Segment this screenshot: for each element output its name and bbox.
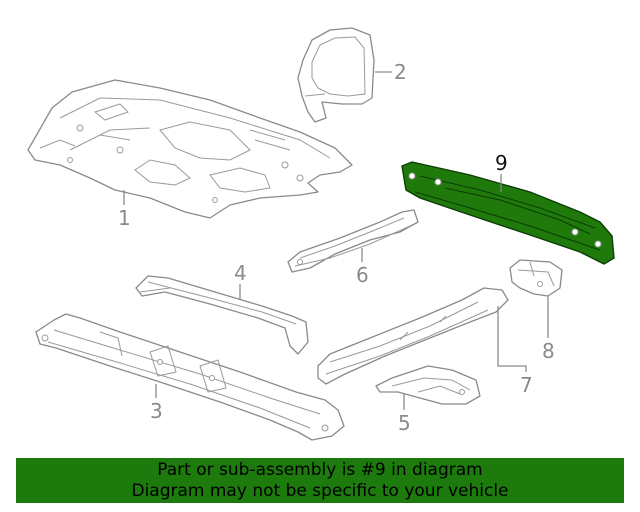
callout-2: 2 [394, 60, 407, 84]
callout-7: 7 [520, 373, 533, 397]
callout-4: 4 [234, 261, 247, 285]
part-8-gusset[interactable] [509, 259, 563, 297]
part-1-floor-panel[interactable] [27, 79, 353, 219]
callout-6: 6 [356, 263, 369, 287]
part-2-wheelhouse-panel[interactable] [297, 27, 375, 123]
callout-9: 9 [495, 151, 508, 175]
callout-8: 8 [542, 339, 555, 363]
part-3-frame-rail[interactable] [35, 313, 345, 441]
callout-5: 5 [398, 411, 411, 435]
part-4-crossmember[interactable] [135, 275, 309, 355]
leader-7 [497, 306, 527, 372]
info-banner: Part or sub-assembly is #9 in diagram Di… [16, 458, 624, 503]
banner-line-1: Part or sub-assembly is #9 in diagram [157, 460, 483, 480]
part-7-rail[interactable] [317, 287, 509, 385]
parts-diagram: 1 2 6 4 3 [27, 27, 615, 441]
part-6-bracket[interactable] [287, 209, 419, 273]
banner-line-2: Diagram may not be specific to your vehi… [131, 481, 509, 501]
callout-1: 1 [118, 206, 131, 230]
callout-3: 3 [150, 399, 163, 423]
part-9-rear-panel-highlighted[interactable] [401, 161, 615, 265]
part-5-floor-bracket[interactable] [375, 365, 481, 405]
